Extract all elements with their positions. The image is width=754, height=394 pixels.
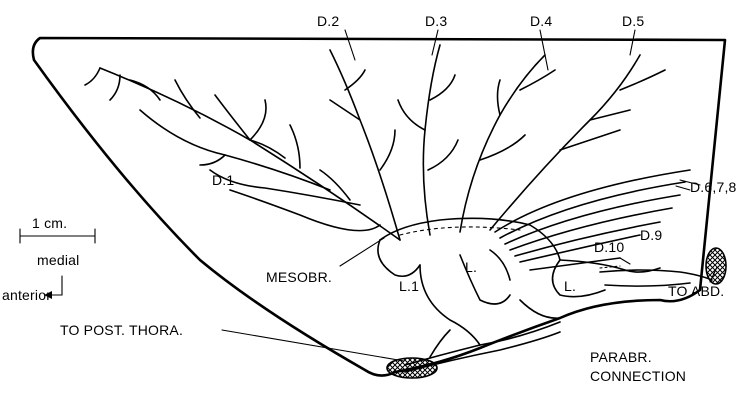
label-d678: D.6,7,8 (690, 179, 737, 195)
medial-label: medial (37, 252, 79, 268)
label-d5: D.5 (622, 13, 644, 29)
label-d4: D.4 (530, 13, 552, 29)
lateral-nerves (420, 250, 660, 345)
label-l1: L.1 (399, 278, 419, 294)
label-d1: D.1 (212, 172, 234, 188)
label-d2: D.2 (317, 13, 339, 29)
anterior-label: anterior (2, 287, 51, 303)
label-l-b: L. (564, 278, 576, 294)
nerve-d3 (398, 30, 458, 235)
label-l-a: L. (465, 259, 477, 275)
label-to-post-thora: TO POST. THORA. (60, 322, 183, 338)
label-d10: D.10 (594, 239, 624, 255)
scale-bar: 1 cm. (20, 215, 95, 243)
nerve-d1-branches (85, 68, 400, 240)
post-thoracic-connective-stub (387, 358, 437, 378)
label-d9: D.9 (640, 227, 662, 243)
label-parabr: PARABR. (590, 349, 652, 365)
abd-connective-stub (706, 248, 726, 284)
nerve-d4 (460, 30, 555, 232)
label-connection: CONNECTION (590, 368, 686, 384)
label-to-abd: TO ABD. (668, 283, 724, 299)
label-mesobr: MESOBR. (266, 269, 332, 285)
scale-label: 1 cm. (32, 215, 67, 231)
label-d3: D.3 (425, 13, 447, 29)
nerve-d5 (490, 30, 665, 230)
orientation-indicator: medial anterior (2, 252, 79, 303)
nerve-d2 (330, 30, 400, 240)
